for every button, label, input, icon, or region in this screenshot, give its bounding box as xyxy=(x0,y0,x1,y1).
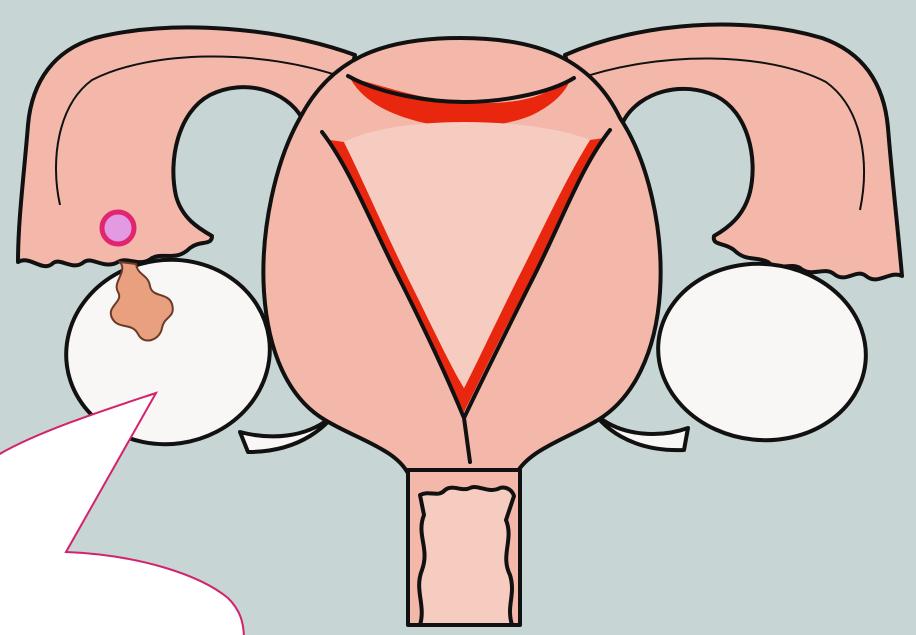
egg-cell-icon xyxy=(102,212,134,244)
vaginal-canal xyxy=(419,487,514,625)
